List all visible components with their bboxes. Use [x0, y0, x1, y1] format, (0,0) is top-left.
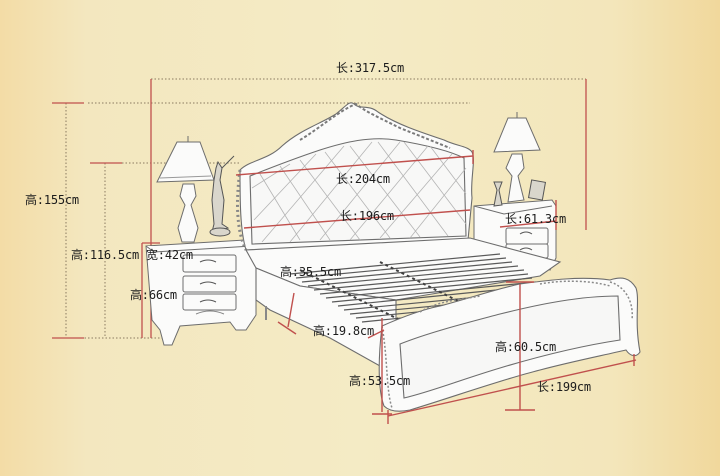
nightstand-length-label: 长:61.3cm	[505, 212, 566, 226]
bed-length-label: 长:199cm	[537, 380, 591, 394]
left-table-lamp	[156, 136, 215, 243]
lamp-to-floor-height-label: 高:116.5cm	[71, 248, 139, 262]
overall-length-label: 长:317.5cm	[336, 61, 404, 75]
headboard-top-length-label: 长:204cm	[336, 172, 390, 186]
right-table-lamp	[493, 112, 541, 203]
bed-slats	[289, 253, 537, 331]
headboard-lower-length-label: 长:196cm	[340, 209, 394, 223]
slat-height-label: 高:19.8cm	[313, 324, 374, 338]
overall-height-label: 高:155cm	[25, 193, 79, 207]
footboard-center-height-label: 高:60.5cm	[495, 340, 556, 354]
footboard-corner-height-label: 高:53.5cm	[349, 374, 410, 388]
red-measure-lines	[235, 150, 637, 424]
decor-objects	[493, 179, 547, 207]
statue-figurine	[209, 155, 235, 237]
left-nightstand	[145, 239, 257, 346]
side-rail-height-label: 高:35.5cm	[280, 265, 341, 279]
nightstand-width-label: 宽:42cm	[146, 248, 193, 262]
nightstand-height-label: 高:66cm	[130, 288, 177, 302]
headboard	[236, 102, 474, 251]
footboard	[378, 277, 641, 412]
